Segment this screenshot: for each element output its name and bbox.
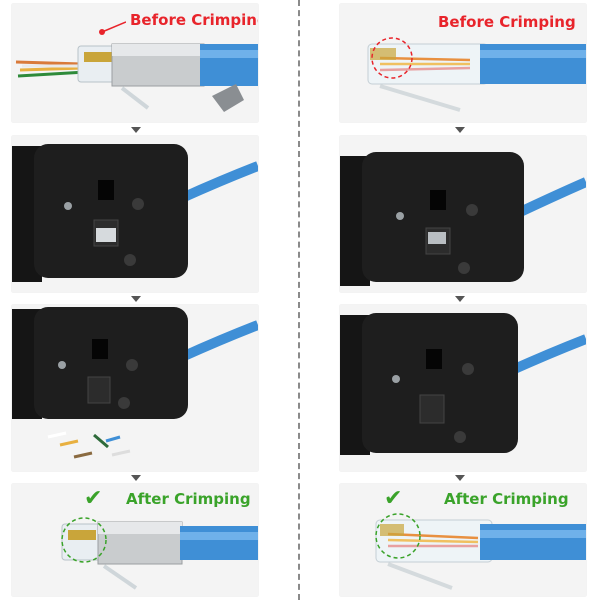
- right-after-panel: ✔ After Crimping: [340, 484, 586, 596]
- before-crimping-label: Before Crimping: [438, 13, 576, 31]
- unshielded-connector-after-illustration: [375, 513, 586, 590]
- before-crimping-label: Before Crimping: [130, 11, 258, 29]
- crimp-tool-illustration: [340, 313, 586, 455]
- checkmark-icon: ✔: [84, 486, 103, 511]
- crimp-tool-illustration: [340, 152, 586, 286]
- left-after-panel: ✔ After Crimping: [12, 484, 258, 596]
- step-arrow-icon: [455, 127, 465, 133]
- center-divider: [298, 0, 300, 600]
- step-arrow-icon: [131, 296, 141, 302]
- step-arrow-icon: [131, 475, 141, 481]
- step-arrow-icon: [455, 475, 465, 481]
- left-tool-step-2-panel: [12, 136, 258, 292]
- right-tool-step-3-panel: [340, 305, 586, 471]
- before-crimping-pointer-line: [99, 21, 126, 35]
- after-crimping-label: After Crimping: [444, 490, 569, 508]
- shielded-connector-after-illustration: [61, 517, 258, 590]
- right-tool-step-2-panel: [340, 136, 586, 292]
- after-crimping-label: After Crimping: [126, 490, 251, 508]
- shielded-connector-before-illustration: [15, 43, 258, 112]
- step-arrow-icon: [131, 127, 141, 133]
- checkmark-icon: ✔: [384, 486, 403, 511]
- step-arrow-icon: [455, 296, 465, 302]
- right-before-panel: Before Crimping: [340, 4, 586, 122]
- crimp-tool-trimmed-wires-illustration: [12, 307, 258, 459]
- left-tool-step-3-panel: [12, 305, 258, 471]
- left-before-panel: Before Crimping: [12, 4, 258, 122]
- unshielded-connector-before-illustration: [367, 37, 586, 112]
- crimp-tool-illustration: [12, 144, 258, 282]
